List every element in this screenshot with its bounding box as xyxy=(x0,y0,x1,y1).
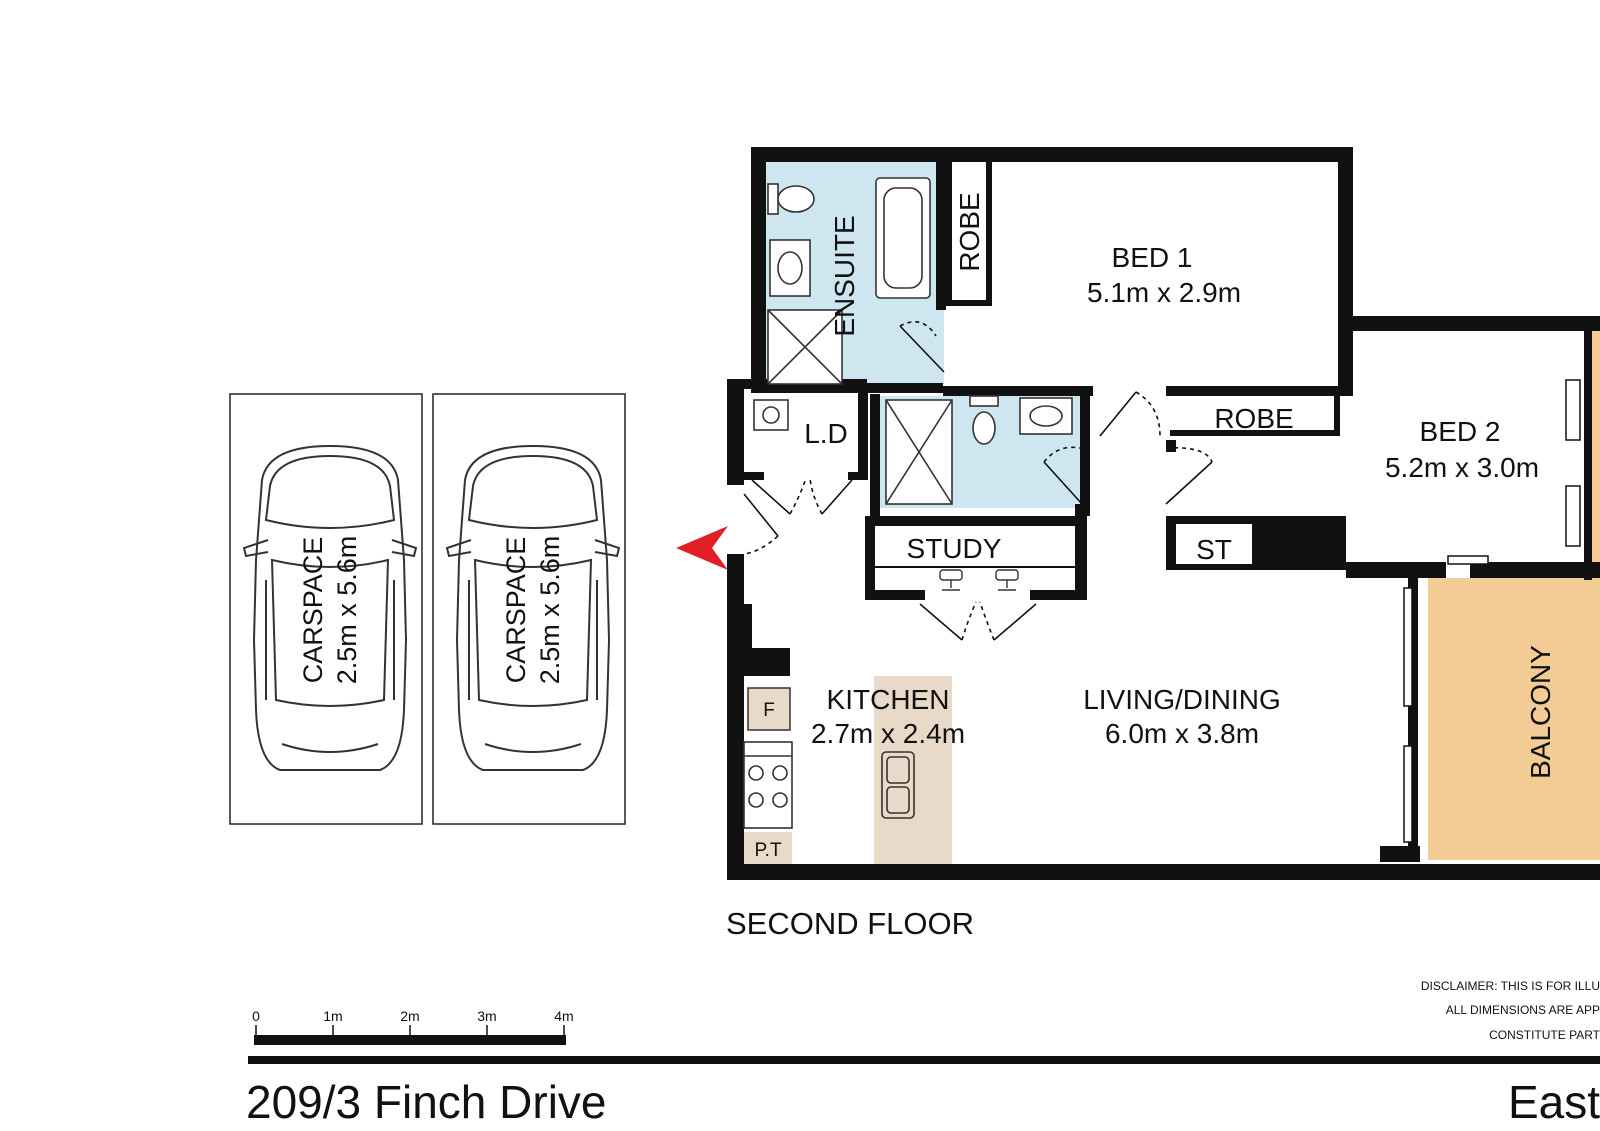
room-label-bed-2: BED 2 xyxy=(1420,416,1501,447)
room-label-robe-2: ROBE xyxy=(1214,403,1293,434)
scale-tick-label: 1m xyxy=(323,1008,342,1024)
scale-bar: 0 1m 2m 3m 4m xyxy=(252,1008,574,1045)
room-size-bed-1: 5.1m x 2.9m xyxy=(1087,277,1241,308)
room-label-ld: L.D xyxy=(804,418,848,449)
walls xyxy=(727,147,1600,880)
scale-tick-label: 4m xyxy=(554,1008,573,1024)
scale-tick-label: 2m xyxy=(400,1008,419,1024)
address: 209/3 Finch Drive xyxy=(246,1076,607,1128)
room-label-balcony: BALCONY xyxy=(1525,645,1556,779)
carspace-2-label: CARSPACE xyxy=(501,537,531,684)
room-label-robe-1: ROBE xyxy=(954,192,985,271)
car-icon xyxy=(242,444,418,771)
room-label-study: STUDY xyxy=(907,533,1002,564)
pantry xyxy=(744,832,792,864)
disclaimer: DISCLAIMER: THIS IS FOR ILLU ALL DIMENSI… xyxy=(1421,979,1600,1042)
fridge xyxy=(747,687,791,731)
balcony-floor xyxy=(1428,578,1600,860)
disclaimer-line: CONSTITUTE PART xyxy=(1489,1028,1600,1042)
room-label-living-dining: LIVING/DINING xyxy=(1083,684,1281,715)
suburb: East xyxy=(1508,1076,1600,1128)
carspace-2: CARSPACE 2.5m x 5.6m xyxy=(432,393,626,825)
room-label-ensuite: ENSUITE xyxy=(829,215,860,336)
floor-label: SECOND FLOOR xyxy=(726,906,974,941)
footer-rule xyxy=(248,1056,1600,1064)
carspace-1-size: 2.5m x 5.6m xyxy=(332,536,362,685)
fridge-label: F xyxy=(763,700,775,721)
fixtures xyxy=(743,177,1073,829)
carspace-1-label: CARSPACE xyxy=(298,537,328,684)
room-label-st: ST xyxy=(1196,534,1232,565)
entry-arrow-icon xyxy=(676,526,728,570)
carspace-2-size: 2.5m x 5.6m xyxy=(535,536,565,685)
windows xyxy=(1403,379,1581,843)
carspace-1: CARSPACE 2.5m x 5.6m xyxy=(229,393,423,825)
doors xyxy=(743,320,1213,641)
room-size-bed-2: 5.2m x 3.0m xyxy=(1385,452,1539,483)
room-size-kitchen: 2.7m x 2.4m xyxy=(811,718,965,749)
room-size-living-dining: 6.0m x 3.8m xyxy=(1105,718,1259,749)
balcony-strip xyxy=(1592,318,1600,580)
car-icon xyxy=(445,444,621,771)
pantry-label: P.T xyxy=(754,840,782,861)
scale-tick-label: 0 xyxy=(252,1008,260,1024)
room-label-kitchen: KITCHEN xyxy=(827,684,950,715)
scale-tick-label: 3m xyxy=(477,1008,496,1024)
room-label-bed-1: BED 1 xyxy=(1112,242,1193,273)
disclaimer-line: ALL DIMENSIONS ARE APP xyxy=(1446,1003,1600,1017)
disclaimer-line: DISCLAIMER: THIS IS FOR ILLU xyxy=(1421,979,1600,993)
